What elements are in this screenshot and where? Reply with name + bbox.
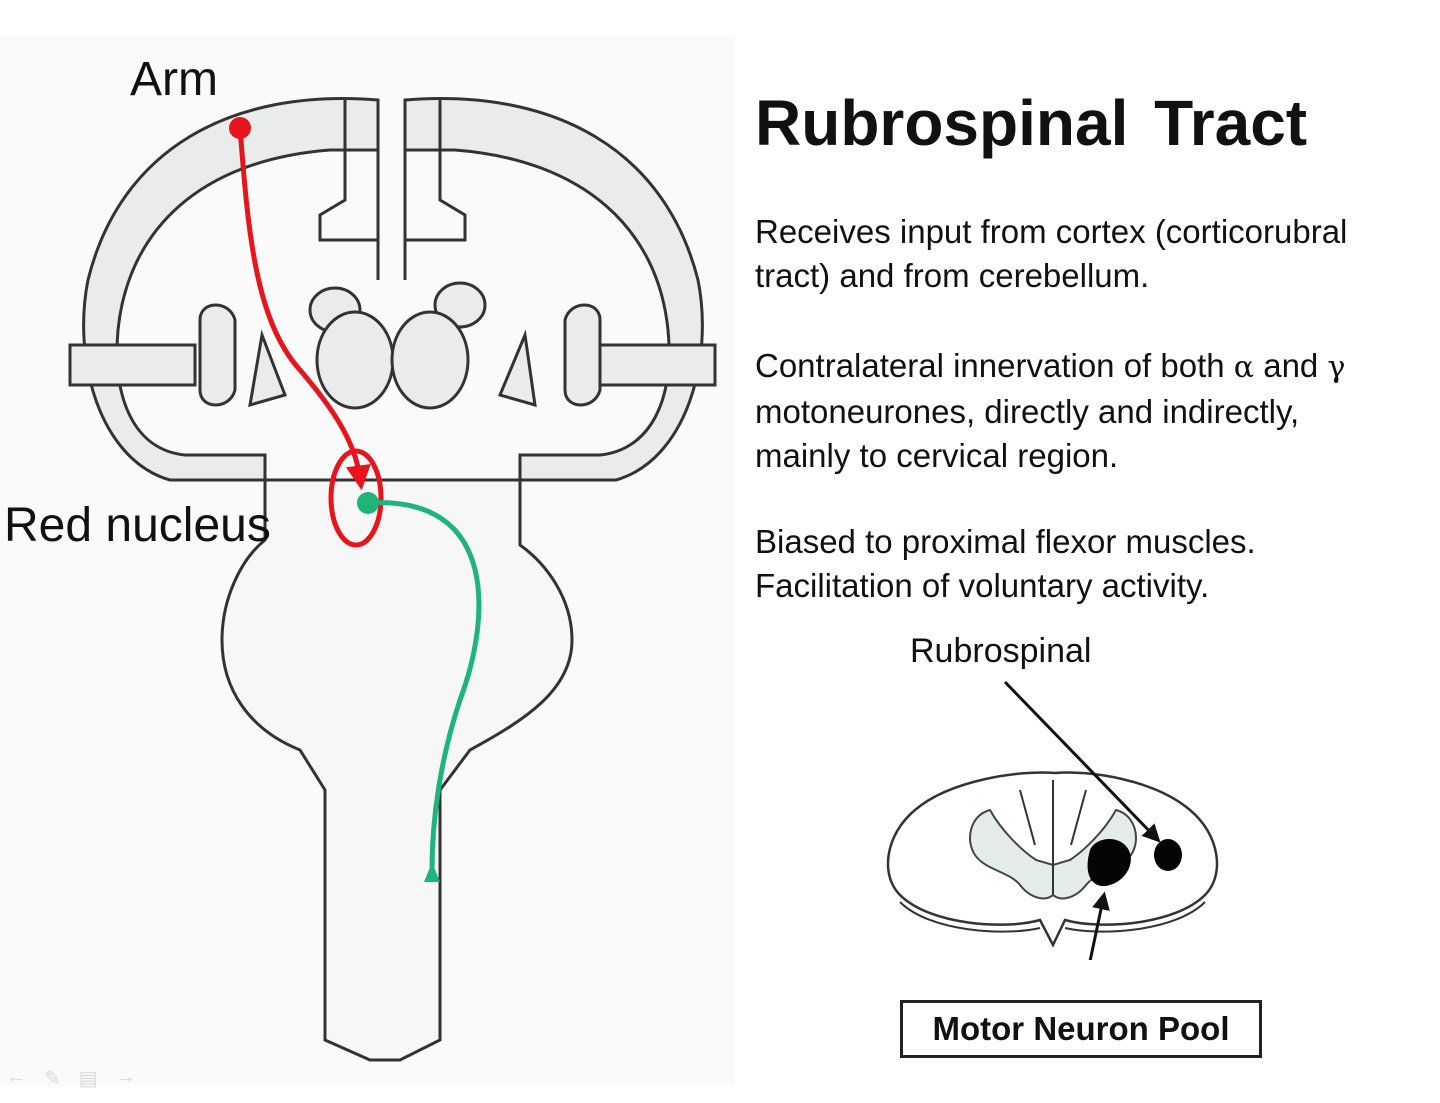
paragraph-innervation: Contralateral innervation of both α and …: [755, 344, 1435, 478]
text-line: Contralateral innervation of both α and …: [755, 344, 1435, 390]
right-lateral-wing: [588, 343, 717, 387]
right-thalamus: [390, 310, 470, 410]
rubrospinal-arrowhead: [424, 862, 440, 882]
rubrospinal-tract-area: [1154, 839, 1182, 871]
red-nucleus-ring: [328, 448, 384, 548]
paragraph-bias: Biased to proximal flexor muscles. Facil…: [755, 520, 1435, 608]
gamma-symbol: γ: [1327, 350, 1346, 385]
rubrospinal-label: Rubrospinal: [910, 632, 1092, 670]
right-hemisphere: [403, 97, 704, 482]
corticorubral-tract: [237, 127, 371, 491]
rubrospinal-pointer-arrow: [1003, 680, 1161, 843]
brainstem-outline: [220, 478, 574, 1062]
text-line: Biased to proximal flexor muscles.: [755, 523, 1256, 560]
motor-pool-pointer-arrow: [1088, 891, 1110, 960]
text-line: tract) and from cerebellum.: [755, 257, 1150, 294]
right-hemisphere-inner: [405, 100, 467, 242]
rubrospinal-tract: [367, 500, 482, 871]
pen-icon[interactable]: ✎: [44, 1068, 61, 1090]
text-segment: and: [1254, 347, 1328, 384]
text-line: mainly to cervical region.: [755, 437, 1119, 474]
brainstem-diagram: [68, 97, 717, 1062]
left-thalamus: [315, 310, 395, 410]
text-segment: Contralateral innervation of both: [755, 347, 1234, 384]
menu-icon[interactable]: ▤: [78, 1068, 98, 1090]
text-line: motoneurones, directly and indirectly,: [755, 393, 1300, 430]
spinal-cord-cross-section: [886, 680, 1219, 960]
red-nucleus-label: Red nucleus: [4, 499, 271, 552]
left-hemisphere-inner: [318, 100, 378, 242]
left-lateral-wing: [68, 343, 197, 387]
motor-neuron-pool-label: Motor Neuron Pool: [900, 1000, 1262, 1058]
slideshow-controls: ← ✎ ▤ →: [6, 1066, 136, 1091]
slide-title: Rubrospinal Tract: [755, 87, 1308, 159]
text-line: Receives input from cortex (corticorubra…: [755, 213, 1348, 250]
arm-label: Arm: [130, 53, 218, 106]
paragraph-input: Receives input from cortex (corticorubra…: [755, 210, 1435, 298]
motor-neuron-pool: [1087, 838, 1131, 887]
text-line: Facilitation of voluntary activity.: [755, 567, 1210, 604]
left-hemisphere: [82, 97, 380, 482]
previous-icon[interactable]: ←: [6, 1066, 26, 1088]
next-icon[interactable]: →: [115, 1066, 136, 1088]
alpha-symbol: α: [1233, 350, 1255, 385]
motor-neuron-pool-text: Motor Neuron Pool: [932, 1010, 1230, 1047]
